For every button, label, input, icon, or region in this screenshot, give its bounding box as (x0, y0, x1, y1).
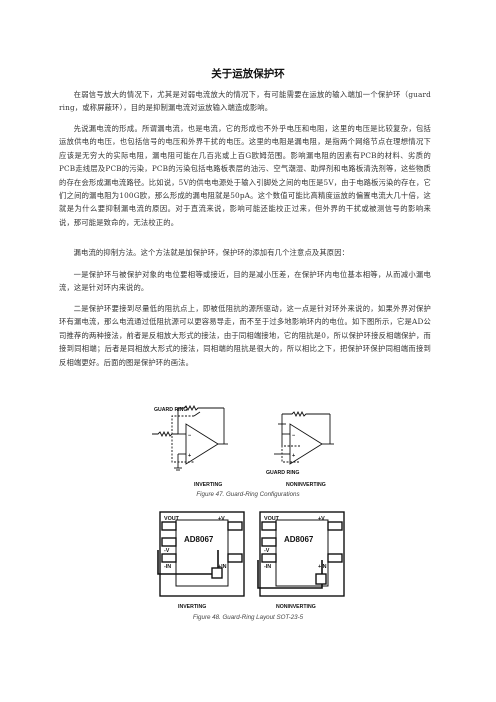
layout-inverting-label: INVERTING (178, 604, 206, 610)
noninverting-label: NONINVERTING (286, 482, 326, 488)
layout-noninverting-label: NONINVERTING (276, 604, 316, 610)
right-chip-label: AD8067 (284, 535, 314, 544)
right-vout-label: VOUT (264, 516, 280, 522)
figure-48-layout: VOUT +V -V -IN +IN VOUT +V -V -IN +IN AD… (157, 511, 345, 610)
figure-47-caption: Figure 47. Guard-Ring Configurations (196, 491, 300, 498)
svg-text:−: − (188, 433, 191, 439)
left-chip-label: AD8067 (184, 535, 214, 544)
left-minus-in-label: -IN (164, 564, 171, 570)
right-plus-in-label: +IN (318, 564, 327, 570)
left-plus-v-label: +V (218, 516, 225, 522)
left-minus-v-label: -V (164, 548, 170, 554)
figure-47-schematic: GUARD RING GUARD RING INVERTING NONINVER… (152, 404, 334, 488)
figure-48-caption: Figure 48. Guard-Ring Layout SOT-23-5 (192, 614, 304, 621)
paragraph-intro: 在弱信号放大的情况下，尤其是对弱电流放大的情况下，有可能需要在运放的输入端加一个… (59, 90, 431, 113)
inverting-label: INVERTING (194, 482, 222, 488)
svg-text:+: + (188, 453, 191, 459)
left-vout-label: VOUT (164, 516, 180, 522)
guard-ring-label-inverting: GUARD RING (154, 407, 187, 413)
svg-text:+: + (292, 453, 295, 459)
page-title: 关于运放保护环 (211, 68, 285, 80)
paragraph-suppression-method: 漏电流的抑制方法。这个方法就是加保护环，保护环的添加有几个注意点及其原因： (73, 248, 350, 257)
left-plus-in-label: +IN (218, 564, 227, 570)
right-minus-in-label: -IN (264, 564, 271, 570)
paragraph-point-two: 二是保护环要接到尽量低的阻抗点上，即被低阻抗的源所驱动，这一点是针对环外来说的，… (59, 304, 431, 367)
guard-ring-label-noninverting: GUARD RING (266, 470, 299, 476)
right-minus-v-label: -V (264, 548, 270, 554)
paragraph-point-one: 一是保护环与被保护对象的电位要相等或接近，目的是减小压差，在保护环内电位基本相等… (59, 270, 431, 293)
svg-text:−: − (292, 433, 295, 439)
right-plus-v-label: +V (318, 516, 325, 522)
paragraph-leakage-formation: 先说漏电流的形成。所谓漏电流，也是电流，它的形成也不外乎电压和电阻，这里的电压是… (59, 124, 431, 227)
